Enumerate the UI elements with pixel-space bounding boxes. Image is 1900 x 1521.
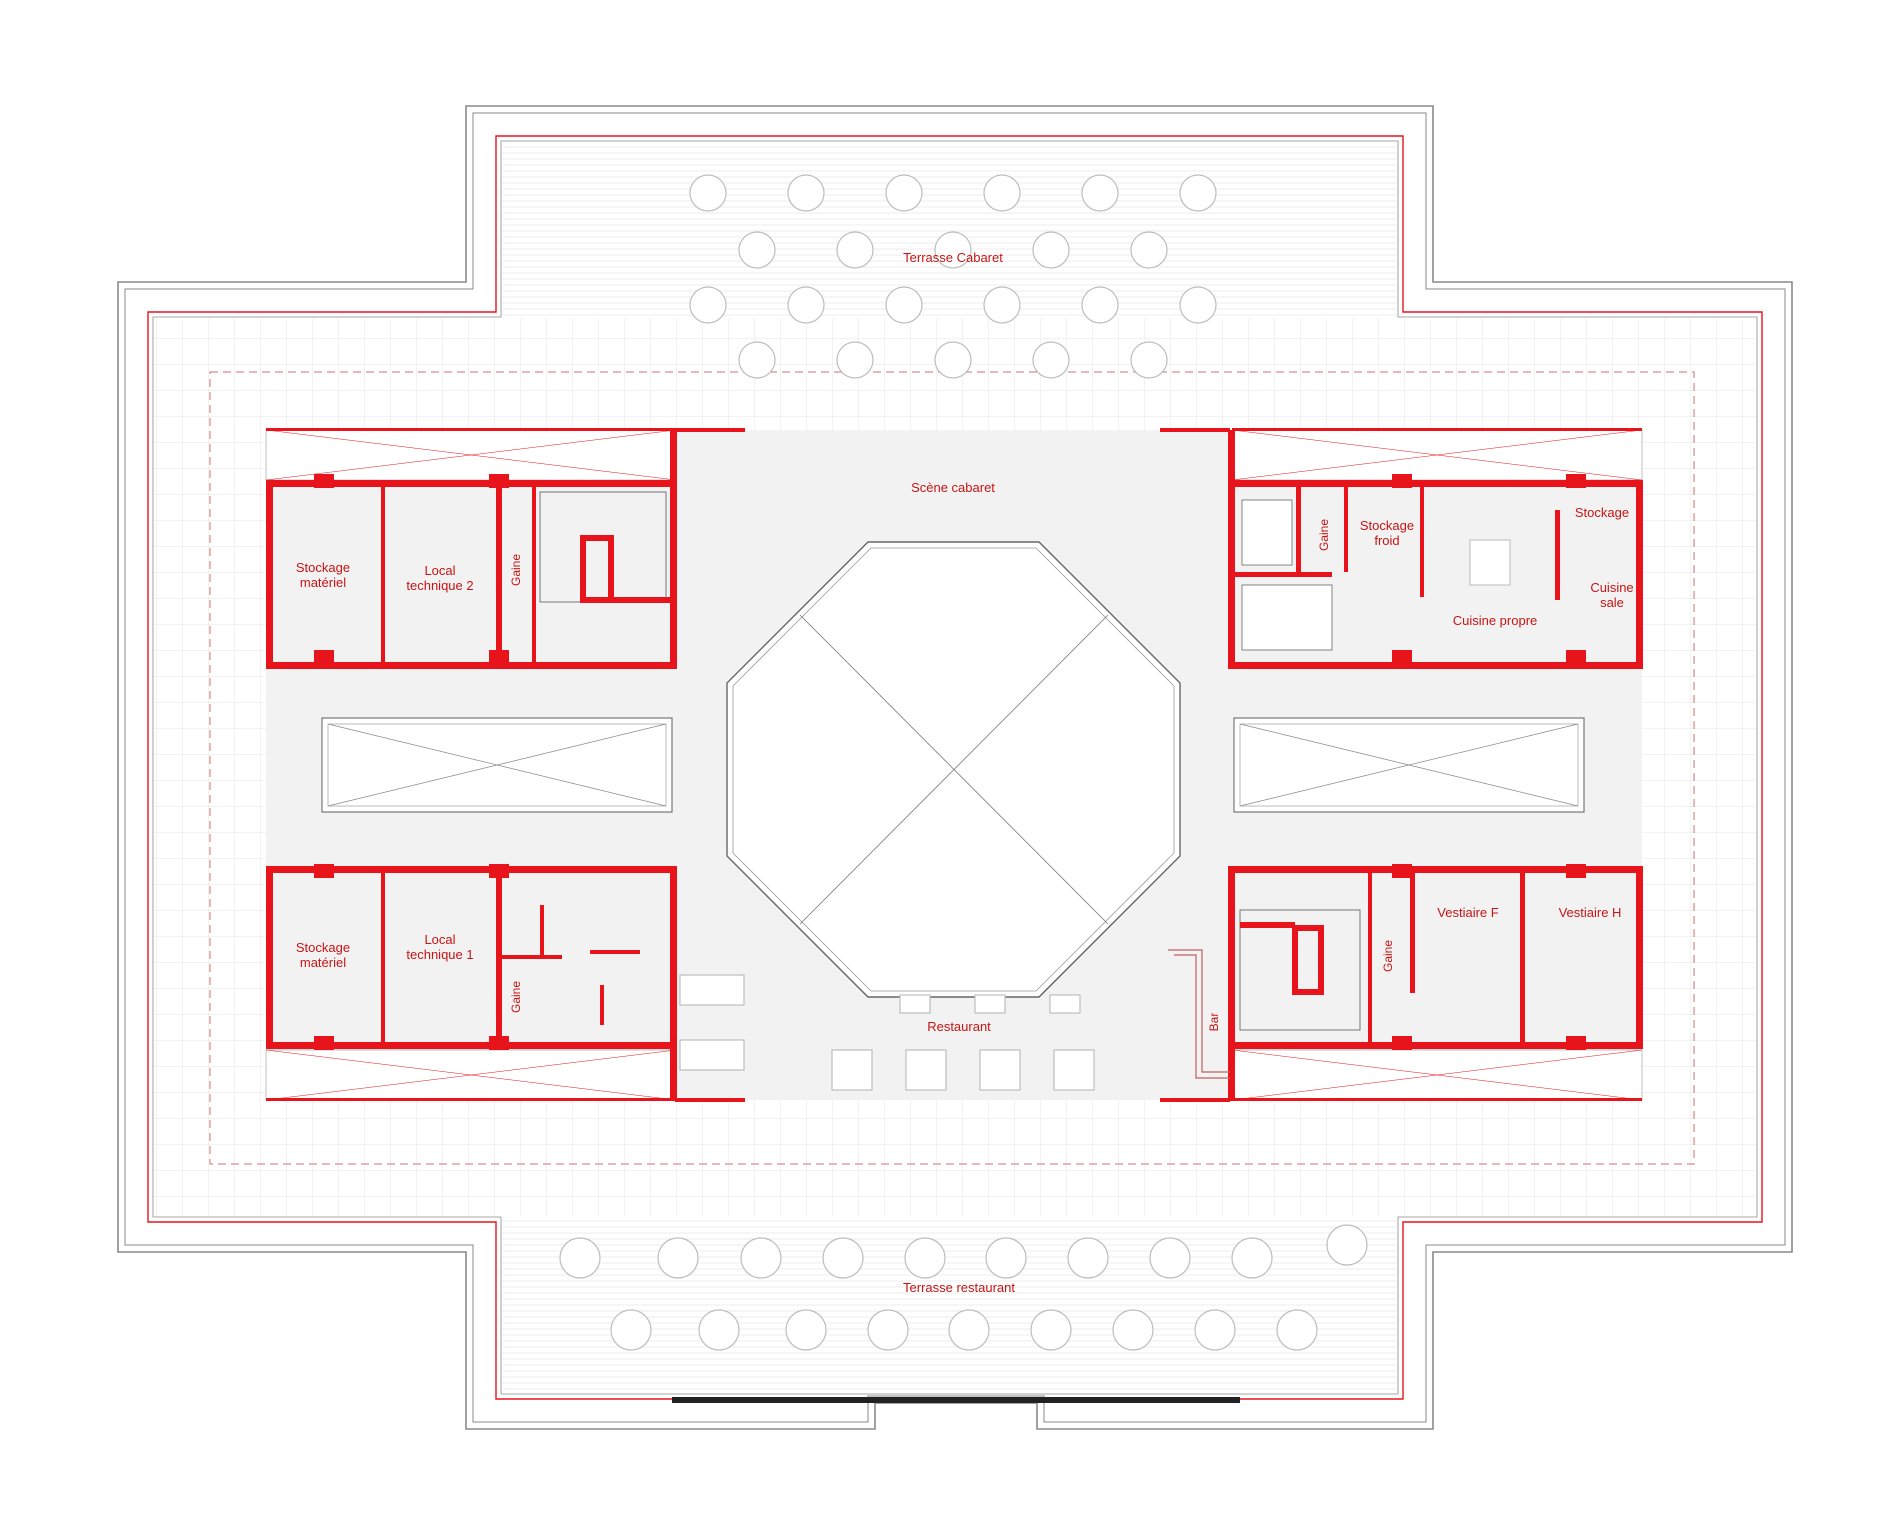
- room-labels: Terrasse Cabaret Scène cabaret Stockage …: [296, 250, 1634, 1295]
- label-stockage-materiel-top-2: matériel: [300, 575, 346, 590]
- label-local-technique-2-1: Local: [424, 563, 455, 578]
- label-gaine-top-right: Gaine: [1317, 519, 1331, 551]
- label-stockage-materiel-top-1: Stockage: [296, 560, 350, 575]
- central-octagon: [726, 541, 1181, 998]
- void-right: [1233, 717, 1585, 813]
- label-gaine-bottom-left: Gaine: [509, 981, 523, 1013]
- label-gaine-top-left: Gaine: [509, 554, 523, 586]
- label-vestiaire-h: Vestiaire H: [1559, 905, 1622, 920]
- block-top-left: [265, 428, 745, 669]
- label-local-technique-1-2: technique 1: [406, 947, 473, 962]
- label-cuisine-propre: Cuisine propre: [1453, 613, 1538, 628]
- block-bottom-left: [265, 864, 745, 1102]
- block-bottom-right: [1160, 864, 1643, 1102]
- label-local-technique-2-2: technique 2: [406, 578, 473, 593]
- block-top-right: [1160, 428, 1643, 669]
- label-stockage-froid-1: Stockage: [1360, 518, 1414, 533]
- bar-counter: [1168, 949, 1230, 1079]
- terrace-cabaret-floor: [502, 142, 1397, 317]
- label-local-technique-1-1: Local: [424, 932, 455, 947]
- label-restaurant: Restaurant: [927, 1019, 991, 1034]
- restaurant-tables: [679, 974, 1095, 1091]
- void-left: [321, 717, 673, 813]
- label-scene-cabaret: Scène cabaret: [911, 480, 995, 495]
- label-stockage-materiel-bottom-1: Stockage: [296, 940, 350, 955]
- label-stockage-materiel-bottom-2: matériel: [300, 955, 346, 970]
- label-cuisine-sale-2: sale: [1600, 595, 1624, 610]
- label-terrasse-cabaret: Terrasse Cabaret: [903, 250, 1003, 265]
- label-cuisine-sale-1: Cuisine: [1590, 580, 1633, 595]
- label-stockage-kitchen: Stockage: [1575, 505, 1629, 520]
- label-gaine-bottom-right: Gaine: [1381, 940, 1395, 972]
- gate-bar: [672, 1397, 1240, 1403]
- label-vestiaire-f: Vestiaire F: [1437, 905, 1498, 920]
- label-bar: Bar: [1207, 1013, 1221, 1032]
- label-stockage-froid-2: froid: [1374, 533, 1399, 548]
- terrace-restaurant-tables: [559, 1224, 1368, 1351]
- terrace-cabaret-tables: [689, 174, 1217, 379]
- label-terrasse-restaurant: Terrasse restaurant: [903, 1280, 1015, 1295]
